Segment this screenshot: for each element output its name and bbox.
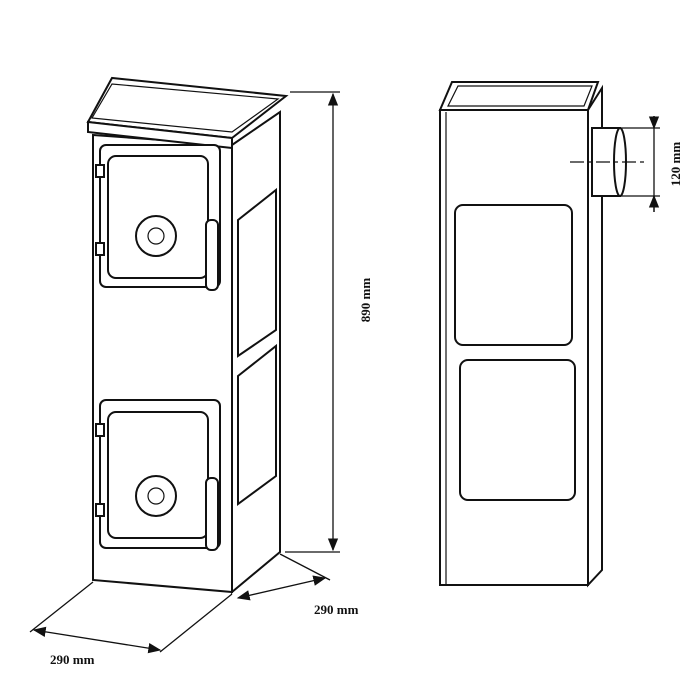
side-view-back-face — [587, 84, 603, 588]
flue-diameter-label: 120 mm — [668, 142, 683, 187]
stove-front-view: 890 mm 290 mm 290 mm — [29, 76, 373, 667]
width-label: 290 mm — [50, 652, 95, 667]
door-latch — [205, 477, 219, 551]
door-handle-knob — [135, 475, 177, 517]
depth-label: 290 mm — [314, 602, 359, 617]
side-panel-upper — [454, 204, 573, 346]
height-label: 890 mm — [358, 278, 373, 323]
lower-door — [95, 399, 221, 551]
flue-pipe — [570, 127, 645, 197]
side-view-face — [439, 109, 589, 586]
depth-dimension-line — [236, 575, 327, 601]
upper-door — [95, 144, 221, 291]
side-panel-upper — [237, 187, 277, 358]
stove-top-edge — [87, 120, 233, 150]
stove-side-view: 120 mm — [438, 81, 683, 588]
door-handle-knob — [135, 215, 177, 257]
width-dimension-line — [32, 626, 162, 654]
side-panel-lower — [459, 359, 576, 501]
side-view-top — [438, 81, 600, 111]
side-panel-lower — [237, 343, 277, 506]
door-latch — [205, 219, 219, 291]
